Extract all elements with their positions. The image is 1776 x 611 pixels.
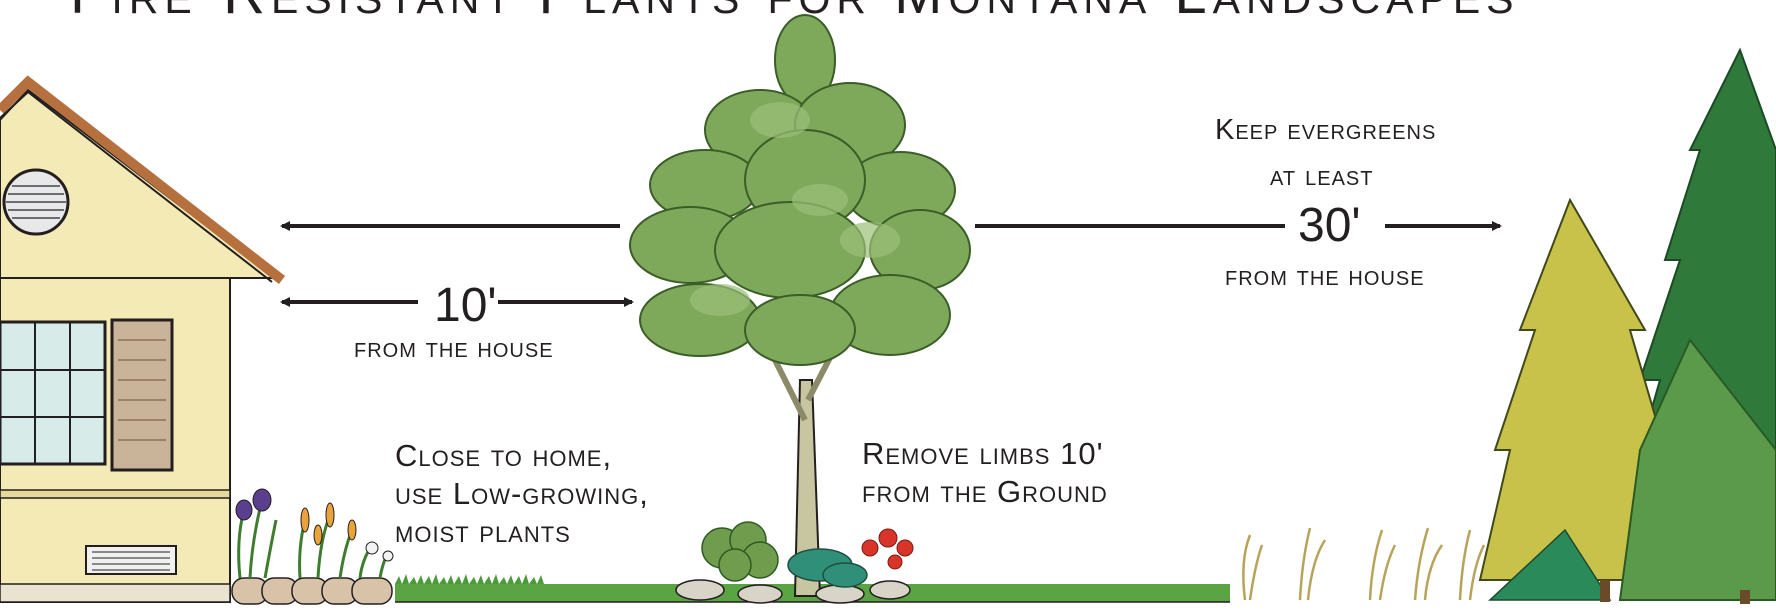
close-to-home-line3: moist plants <box>395 514 571 550</box>
flower-bed <box>232 489 393 604</box>
tree-distance: 10' <box>434 282 497 330</box>
ornamental-grasses <box>1243 528 1484 600</box>
tree-distance-from: from the house <box>354 332 554 364</box>
remove-limbs-line1: Remove limbs 10' <box>862 436 1104 472</box>
remove-limbs-line2: from the Ground <box>862 474 1108 510</box>
evergreen-label-line1: Keep evergreens <box>1215 114 1436 147</box>
evergreen-distance: 30' <box>1298 202 1361 250</box>
evergreen-label-from: from the house <box>1225 260 1425 292</box>
close-to-home-line1: Close to home, <box>395 438 612 474</box>
evergreen-trees <box>1480 50 1776 604</box>
evergreen-label-line2: at least <box>1270 160 1374 193</box>
close-to-home-line2: use Low-growing, <box>395 476 649 512</box>
